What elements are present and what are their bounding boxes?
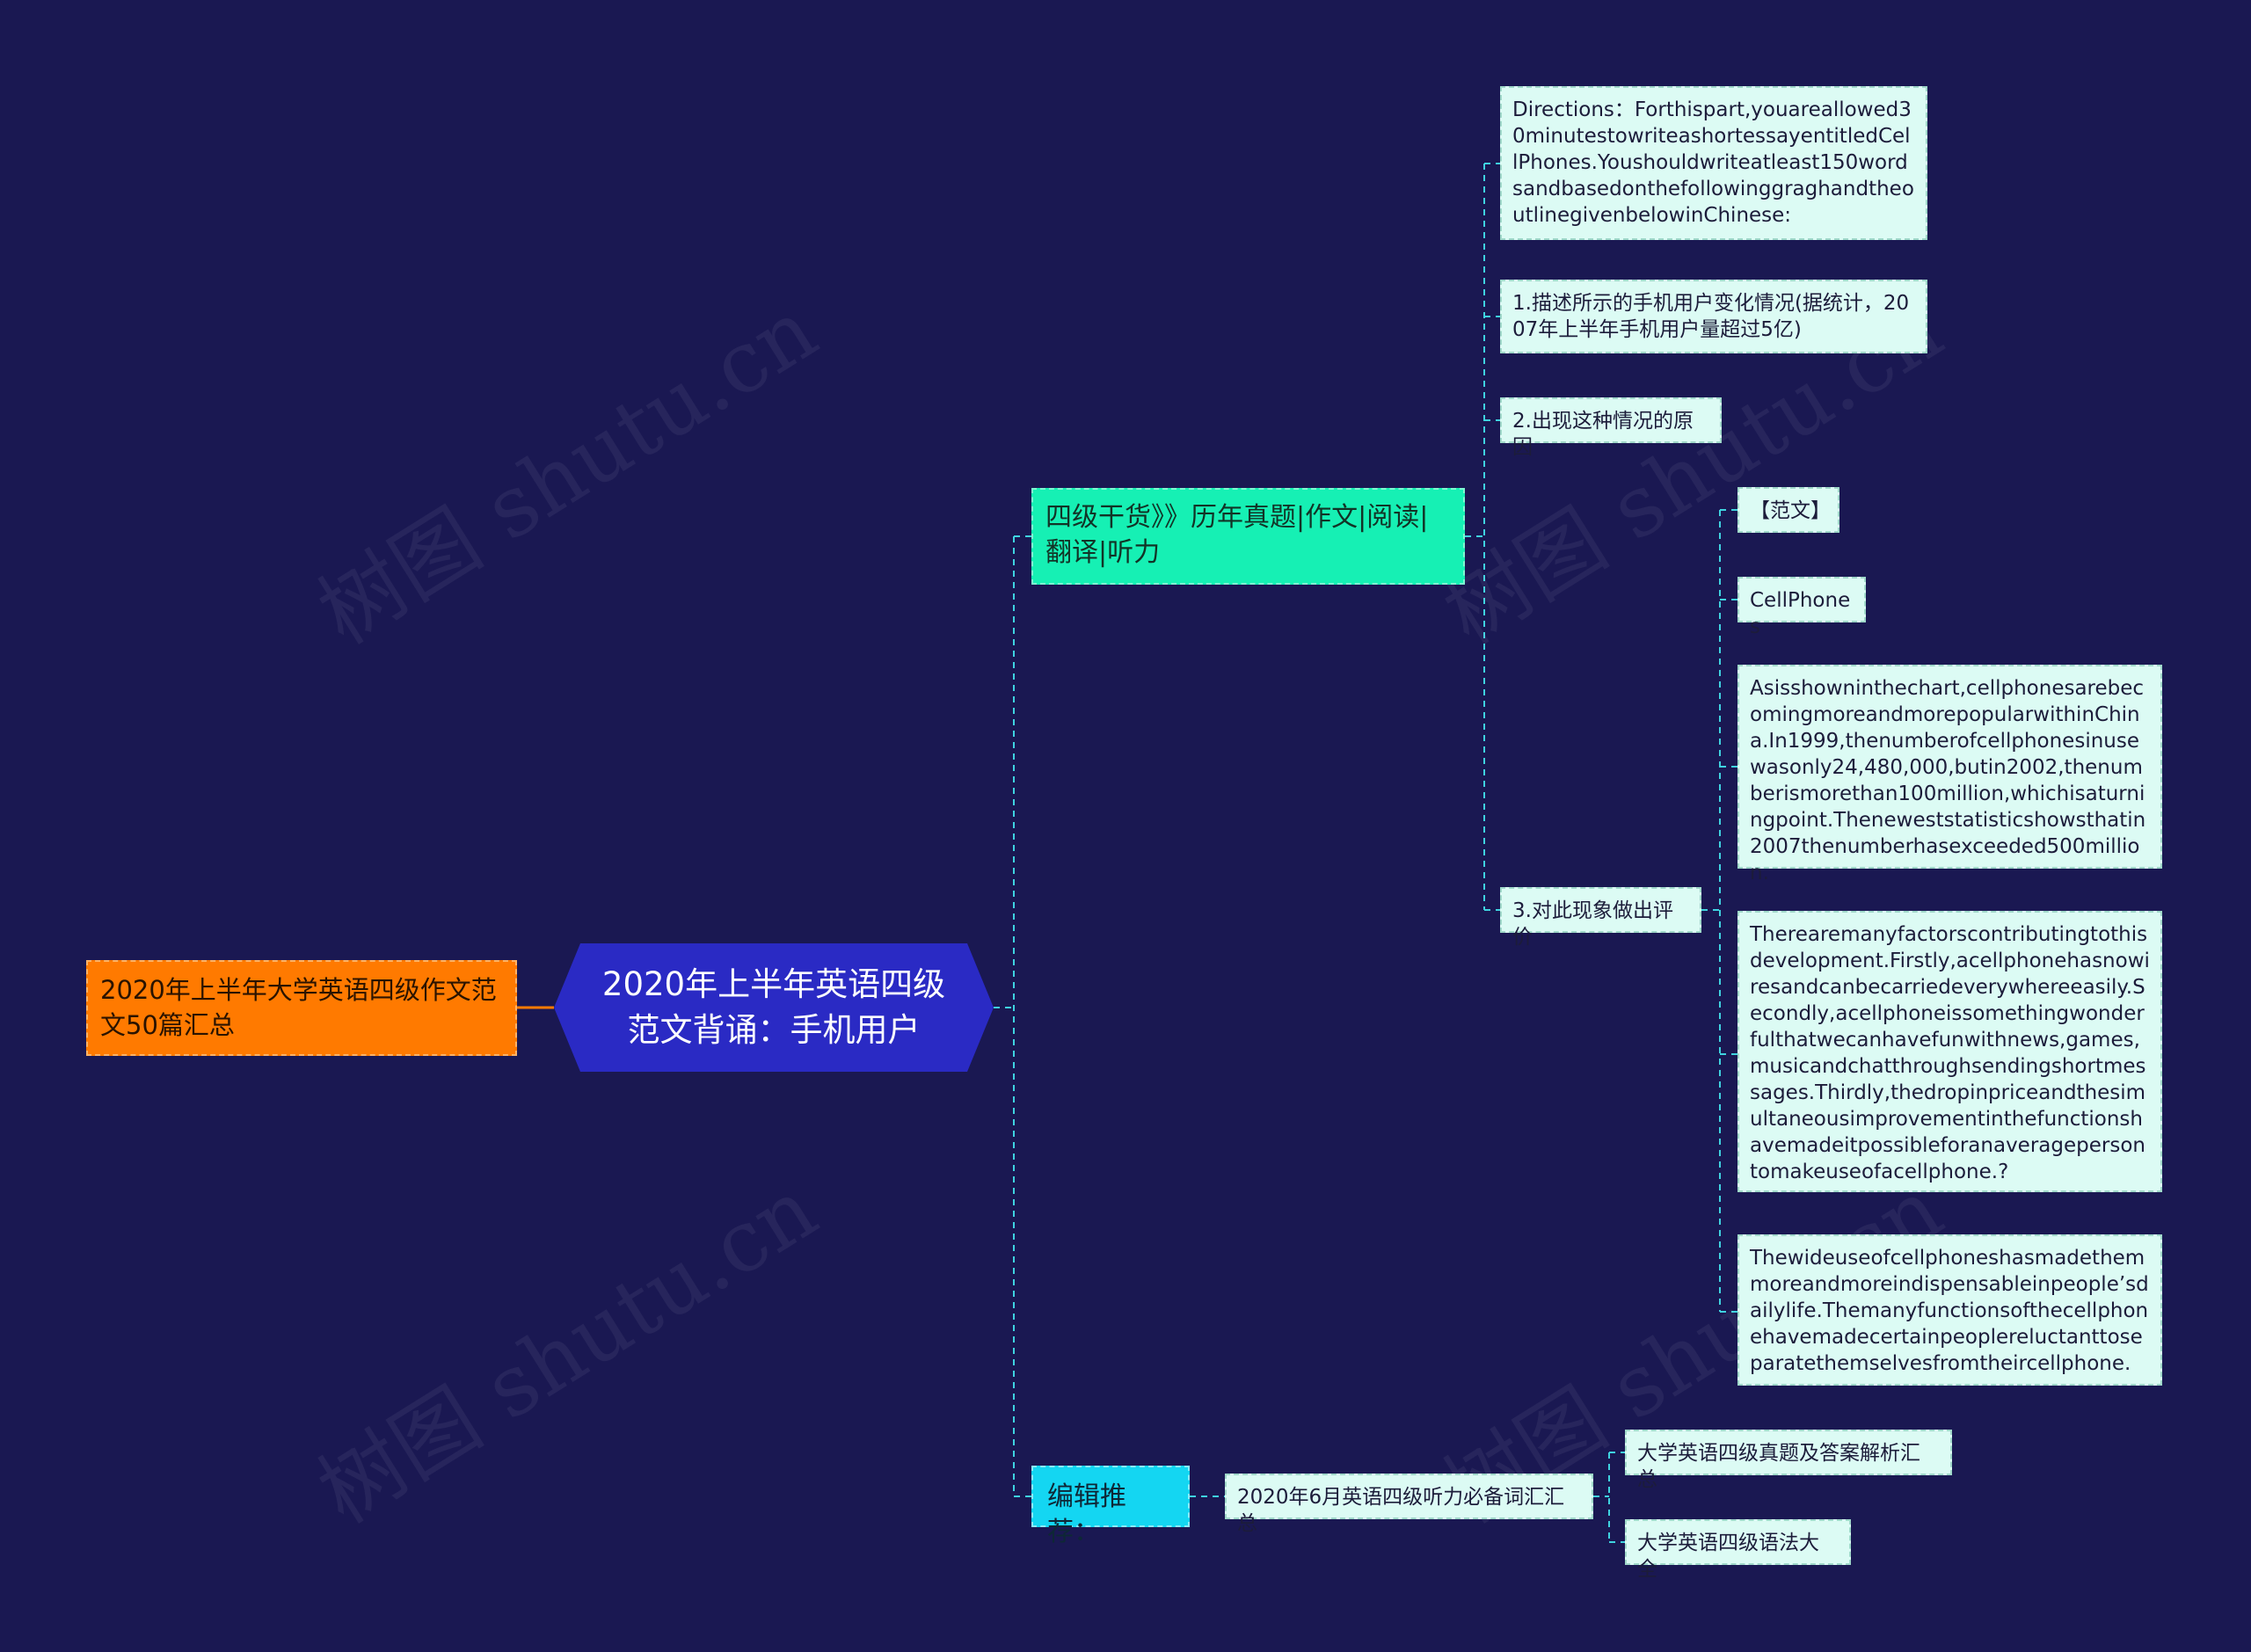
fanwen-node[interactable]: 【范文】 (1737, 487, 1839, 533)
root-label: 2020年上半年英语四级范文背诵：手机用户 (601, 965, 946, 1049)
connector-root-trunk (994, 536, 1015, 1496)
left-node[interactable]: 2020年上半年大学英语四级作文范文50篇汇总 (86, 960, 517, 1056)
item2-node[interactable]: 2.出现这种情况的原因 (1500, 397, 1722, 459)
branch2-child-node[interactable]: 2020年6月英语四级听力必备词汇汇总 (1225, 1474, 1593, 1535)
essay-title-node[interactable]: CellPhones (1737, 577, 1866, 638)
connector-branch1-trunk (1465, 164, 1485, 910)
item1-node[interactable]: 1.描述所示的手机用户变化情况(据统计，2007年上半年手机用户量超过5亿) (1500, 280, 1927, 353)
item3-node[interactable]: 3.对此现象做出评价 (1500, 887, 1701, 949)
essay-para1-node[interactable]: Asisshowninthechart,cellphonesarebecomin… (1737, 665, 2162, 884)
branch1-node[interactable]: 四级干货》》历年真题|作文|阅读|翻译|听力 (1031, 488, 1465, 585)
root-node[interactable]: 2020年上半年英语四级范文背诵：手机用户 (554, 943, 994, 1072)
branch2-grandchild2-node[interactable]: 大学英语四级语法大全 (1625, 1519, 1851, 1581)
connector-branch2-child-trunk (1593, 1452, 1610, 1542)
branch2-grandchild1-node[interactable]: 大学英语四级真题及答案解析汇总 (1625, 1430, 1952, 1491)
directions-node[interactable]: Directions：Forthispart,youareallowed30mi… (1500, 86, 1927, 240)
branch2-node[interactable]: 编辑推荐： (1031, 1466, 1190, 1547)
connector-item3-trunk (1701, 510, 1721, 1312)
essay-para2-node[interactable]: Therearemanyfactorscontributingtothisdev… (1737, 911, 2162, 1192)
essay-para3-node[interactable]: Thewideuseofcellphoneshasmadethemmoreand… (1737, 1234, 2162, 1386)
